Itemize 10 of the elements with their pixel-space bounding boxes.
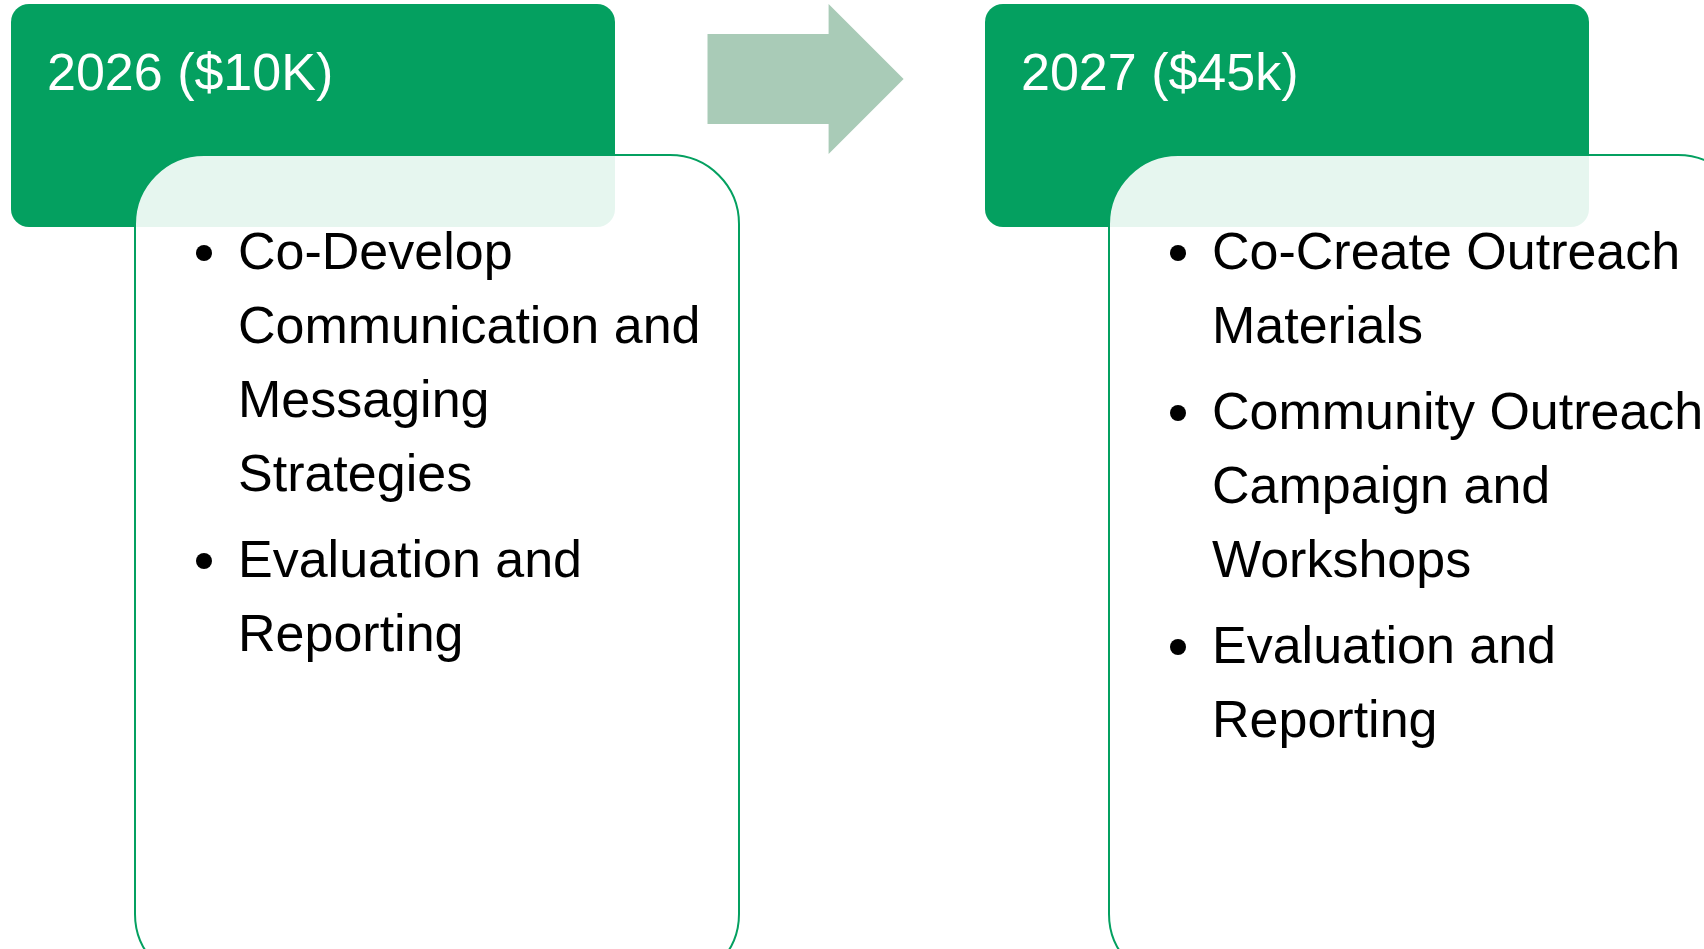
header-text: 2027 ($45k) xyxy=(1021,42,1299,102)
bullet-text: Evaluation and Reporting xyxy=(1212,616,1557,748)
header-text: 2026 ($10K) xyxy=(47,42,334,102)
activity-card xyxy=(134,154,740,949)
bullet-text: Co-Develop Communication and Messaging Strategies xyxy=(238,222,701,502)
bullet-text: Community Outreach Campaign and Workshops xyxy=(1212,382,1704,588)
bullet-text: Co-Create Outreach Materials xyxy=(1212,222,1681,354)
activity-card xyxy=(1108,154,1704,949)
block-arrow xyxy=(707,4,904,154)
bullet-text: Evaluation and Reporting xyxy=(238,530,583,662)
